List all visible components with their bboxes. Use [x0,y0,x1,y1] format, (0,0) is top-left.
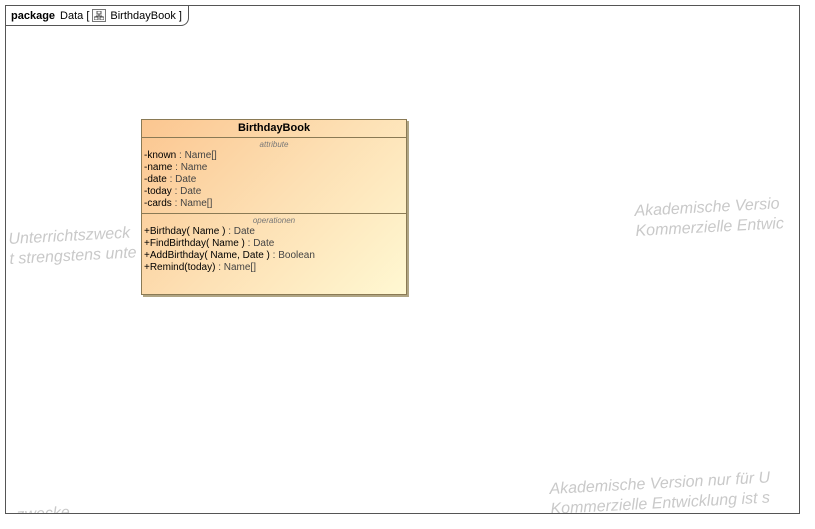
operation-return-type: : Boolean [269,250,315,261]
class-birthdaybook[interactable]: BirthdayBook attribute -known : Name[] -… [141,119,407,295]
diagram-name: BirthdayBook ] [110,9,182,22]
operation-signature: +Birthday( Name ) [144,226,226,237]
watermark-right: Akademische Versio Kommerzielle Entwic [634,194,784,242]
operation-signature: +Remind(today) [144,262,216,273]
attribute-type: : Date [166,174,197,185]
operation-signature: +AddBirthday( Name, Date ) [144,250,270,261]
operation-return-type: : Date [225,226,255,237]
attribute-signature: -today [144,186,172,197]
attribute-known[interactable]: -known : Name[] [144,150,404,162]
attribute-date[interactable]: -date : Date [144,174,404,186]
attributes-compartment-title: attribute [259,140,289,149]
operation-return-type: : Date [244,238,275,249]
attribute-type: : Name[] [176,150,217,161]
diagram-frame: package Data [ BirthdayBook ] Unterricht… [5,5,800,514]
diagram-frame-tab[interactable]: package Data [ BirthdayBook ] [6,6,189,26]
attribute-today[interactable]: -today : Date [144,186,404,198]
operation-addbirthday[interactable]: +AddBirthday( Name, Date ) : Boolean [144,250,404,262]
watermark-bottom-right: Akademische Version nur für U Kommerziel… [549,468,772,513]
operation-birthday[interactable]: +Birthday( Name ) : Date [144,226,404,238]
operation-return-type: : Name[] [215,262,256,273]
attribute-signature: -known [144,150,177,161]
attribute-type: : Name[] [171,198,213,209]
attribute-signature: -name [144,162,173,173]
class-diagram-icon [92,9,107,22]
attribute-type: : Date [171,186,202,197]
watermark-bottom-left: zwecke [16,503,70,513]
attribute-cards[interactable]: -cards : Name[] [144,198,404,210]
watermark-left: Unterrichtszweck t strengstens unte [8,223,137,270]
operations-compartment: operationen +Birthday( Name ) : Date +Fi… [142,214,406,277]
class-name: BirthdayBook [142,120,406,138]
operation-findbirthday[interactable]: +FindBirthday( Name ) : Date [144,238,404,250]
package-keyword: package [11,9,56,22]
attributes-compartment: attribute -known : Name[] -name : Name -… [142,138,406,214]
attribute-signature: -date [144,174,167,185]
operation-remind[interactable]: +Remind(today) : Name[] [144,262,404,274]
attribute-signature: -cards [144,198,172,209]
package-name: Data [ [60,9,90,22]
attribute-name[interactable]: -name : Name [144,162,404,174]
attribute-type: : Name [172,162,208,173]
watermark-bottom-left-line1: zwecke [16,503,70,513]
operations-compartment-title: operationen [252,216,296,225]
operation-signature: +FindBirthday( Name ) [144,238,245,249]
